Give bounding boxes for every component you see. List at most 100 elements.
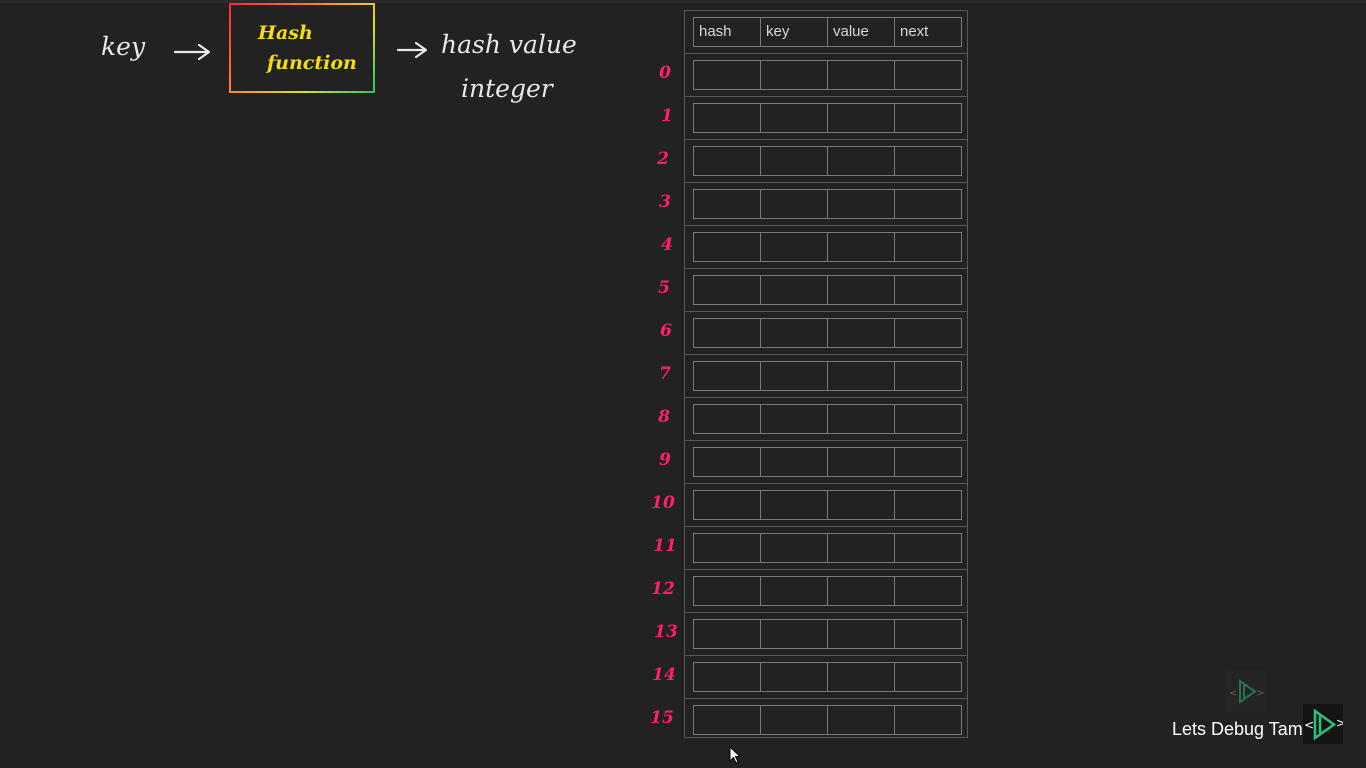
bucket-cell-value <box>828 276 895 304</box>
bucket-cell-key <box>761 190 828 218</box>
bucket-index-label: 12 <box>651 579 675 599</box>
bucket-cell-hash <box>694 319 761 347</box>
bucket-cell-next <box>895 534 963 562</box>
table-header-row: hash key value next <box>685 11 967 54</box>
bucket-cell-next <box>895 491 963 519</box>
bucket-row <box>685 97 967 140</box>
bucket-cell-next <box>895 233 963 261</box>
bucket-index-label: 15 <box>650 708 674 728</box>
bucket-cell-hash <box>694 534 761 562</box>
bucket-cell-hash <box>694 405 761 433</box>
bucket-index-label: 10 <box>651 493 675 513</box>
svg-text:<: < <box>1229 688 1237 699</box>
bucket-cell-next <box>895 706 963 734</box>
bucket-cell-value <box>828 362 895 390</box>
bucket-cell-next <box>895 104 963 132</box>
arrow-key-to-function-icon <box>173 43 211 61</box>
bucket-cell-value <box>828 491 895 519</box>
bucket-index-label: 1 <box>661 106 673 126</box>
column-header-value: value <box>828 18 895 46</box>
bucket-cell-next <box>895 61 963 89</box>
bucket-index-label: 5 <box>658 278 670 298</box>
bucket-cell-hash <box>694 147 761 175</box>
play-logo-icon: < > <box>1229 679 1264 704</box>
bucket-cell-hash <box>694 448 761 476</box>
svg-text:<: < <box>1304 718 1314 732</box>
top-edge-line <box>0 0 1366 3</box>
bucket-row <box>685 699 967 742</box>
bucket-cell-value <box>828 620 895 648</box>
bucket-cell-value <box>828 190 895 218</box>
bucket-cell-key <box>761 276 828 304</box>
bucket-cell-next <box>895 448 963 476</box>
bucket-cell-next <box>895 147 963 175</box>
bucket-cell-next <box>895 319 963 347</box>
bucket-cell-next <box>895 190 963 218</box>
hash-function-line1: Hash <box>258 22 313 44</box>
bucket-cell-key <box>761 61 828 89</box>
bucket-cell-value <box>828 147 895 175</box>
column-header-key: key <box>761 18 828 46</box>
bucket-index-label: 8 <box>658 407 670 427</box>
bucket-cell-hash <box>694 61 761 89</box>
channel-watermark-text: Lets Debug Tamil <box>1172 719 1308 739</box>
bucket-index-label: 2 <box>657 149 669 169</box>
bucket-cell-value <box>828 706 895 734</box>
bucket-index-label: 11 <box>653 536 677 556</box>
bucket-index-label: 6 <box>660 321 672 341</box>
svg-text:>: > <box>1256 688 1264 699</box>
bucket-cell-key <box>761 362 828 390</box>
bucket-cell-hash <box>694 104 761 132</box>
bucket-cell-value <box>828 663 895 691</box>
bucket-cell-next <box>895 620 963 648</box>
hash-function-box: Hash function <box>229 3 375 93</box>
bucket-cell-key <box>761 663 828 691</box>
bucket-row <box>685 398 967 441</box>
bucket-cell-hash <box>694 491 761 519</box>
bucket-row <box>685 656 967 699</box>
hash-table: hash key value next <box>684 10 968 738</box>
bucket-row <box>685 269 967 312</box>
bucket-row <box>685 355 967 398</box>
bucket-index-label: 14 <box>652 665 676 685</box>
bucket-index-label: 0 <box>659 63 671 83</box>
bucket-cell-key <box>761 233 828 261</box>
hash-value-label: hash value <box>441 30 577 59</box>
bucket-cell-value <box>828 405 895 433</box>
bucket-index-label: 13 <box>654 622 678 642</box>
bucket-cell-hash <box>694 663 761 691</box>
channel-logo: < > <box>1303 704 1346 744</box>
bucket-row <box>685 140 967 183</box>
column-header-next: next <box>900 23 929 40</box>
bucket-cell-next <box>895 362 963 390</box>
bucket-cell-key <box>761 620 828 648</box>
bucket-cell-key <box>761 405 828 433</box>
bucket-cell-value <box>828 577 895 605</box>
arrow-function-to-output-icon <box>396 41 428 59</box>
bucket-cell-hash <box>694 362 761 390</box>
column-header-hash: hash <box>694 18 761 46</box>
bucket-cell-value <box>828 61 895 89</box>
bucket-cell-hash <box>694 276 761 304</box>
bucket-cell-key <box>761 706 828 734</box>
mouse-cursor-icon <box>729 746 741 764</box>
bucket-cell-hash <box>694 620 761 648</box>
bucket-row <box>685 613 967 656</box>
bucket-cell-key <box>761 319 828 347</box>
bucket-row <box>685 441 967 484</box>
hash-function-line2: function <box>267 52 357 74</box>
bucket-row <box>685 570 967 613</box>
bucket-cell-key <box>761 104 828 132</box>
bucket-cell-next <box>895 405 963 433</box>
bucket-cell-value <box>828 319 895 347</box>
key-label: key <box>101 32 146 61</box>
bucket-cell-value <box>828 448 895 476</box>
bucket-cell-next <box>895 577 963 605</box>
bucket-cell-key <box>761 577 828 605</box>
bucket-cell-key <box>761 534 828 562</box>
bucket-index-label: 9 <box>659 450 671 470</box>
bucket-row <box>685 527 967 570</box>
bucket-row <box>685 312 967 355</box>
bucket-row <box>685 54 967 97</box>
